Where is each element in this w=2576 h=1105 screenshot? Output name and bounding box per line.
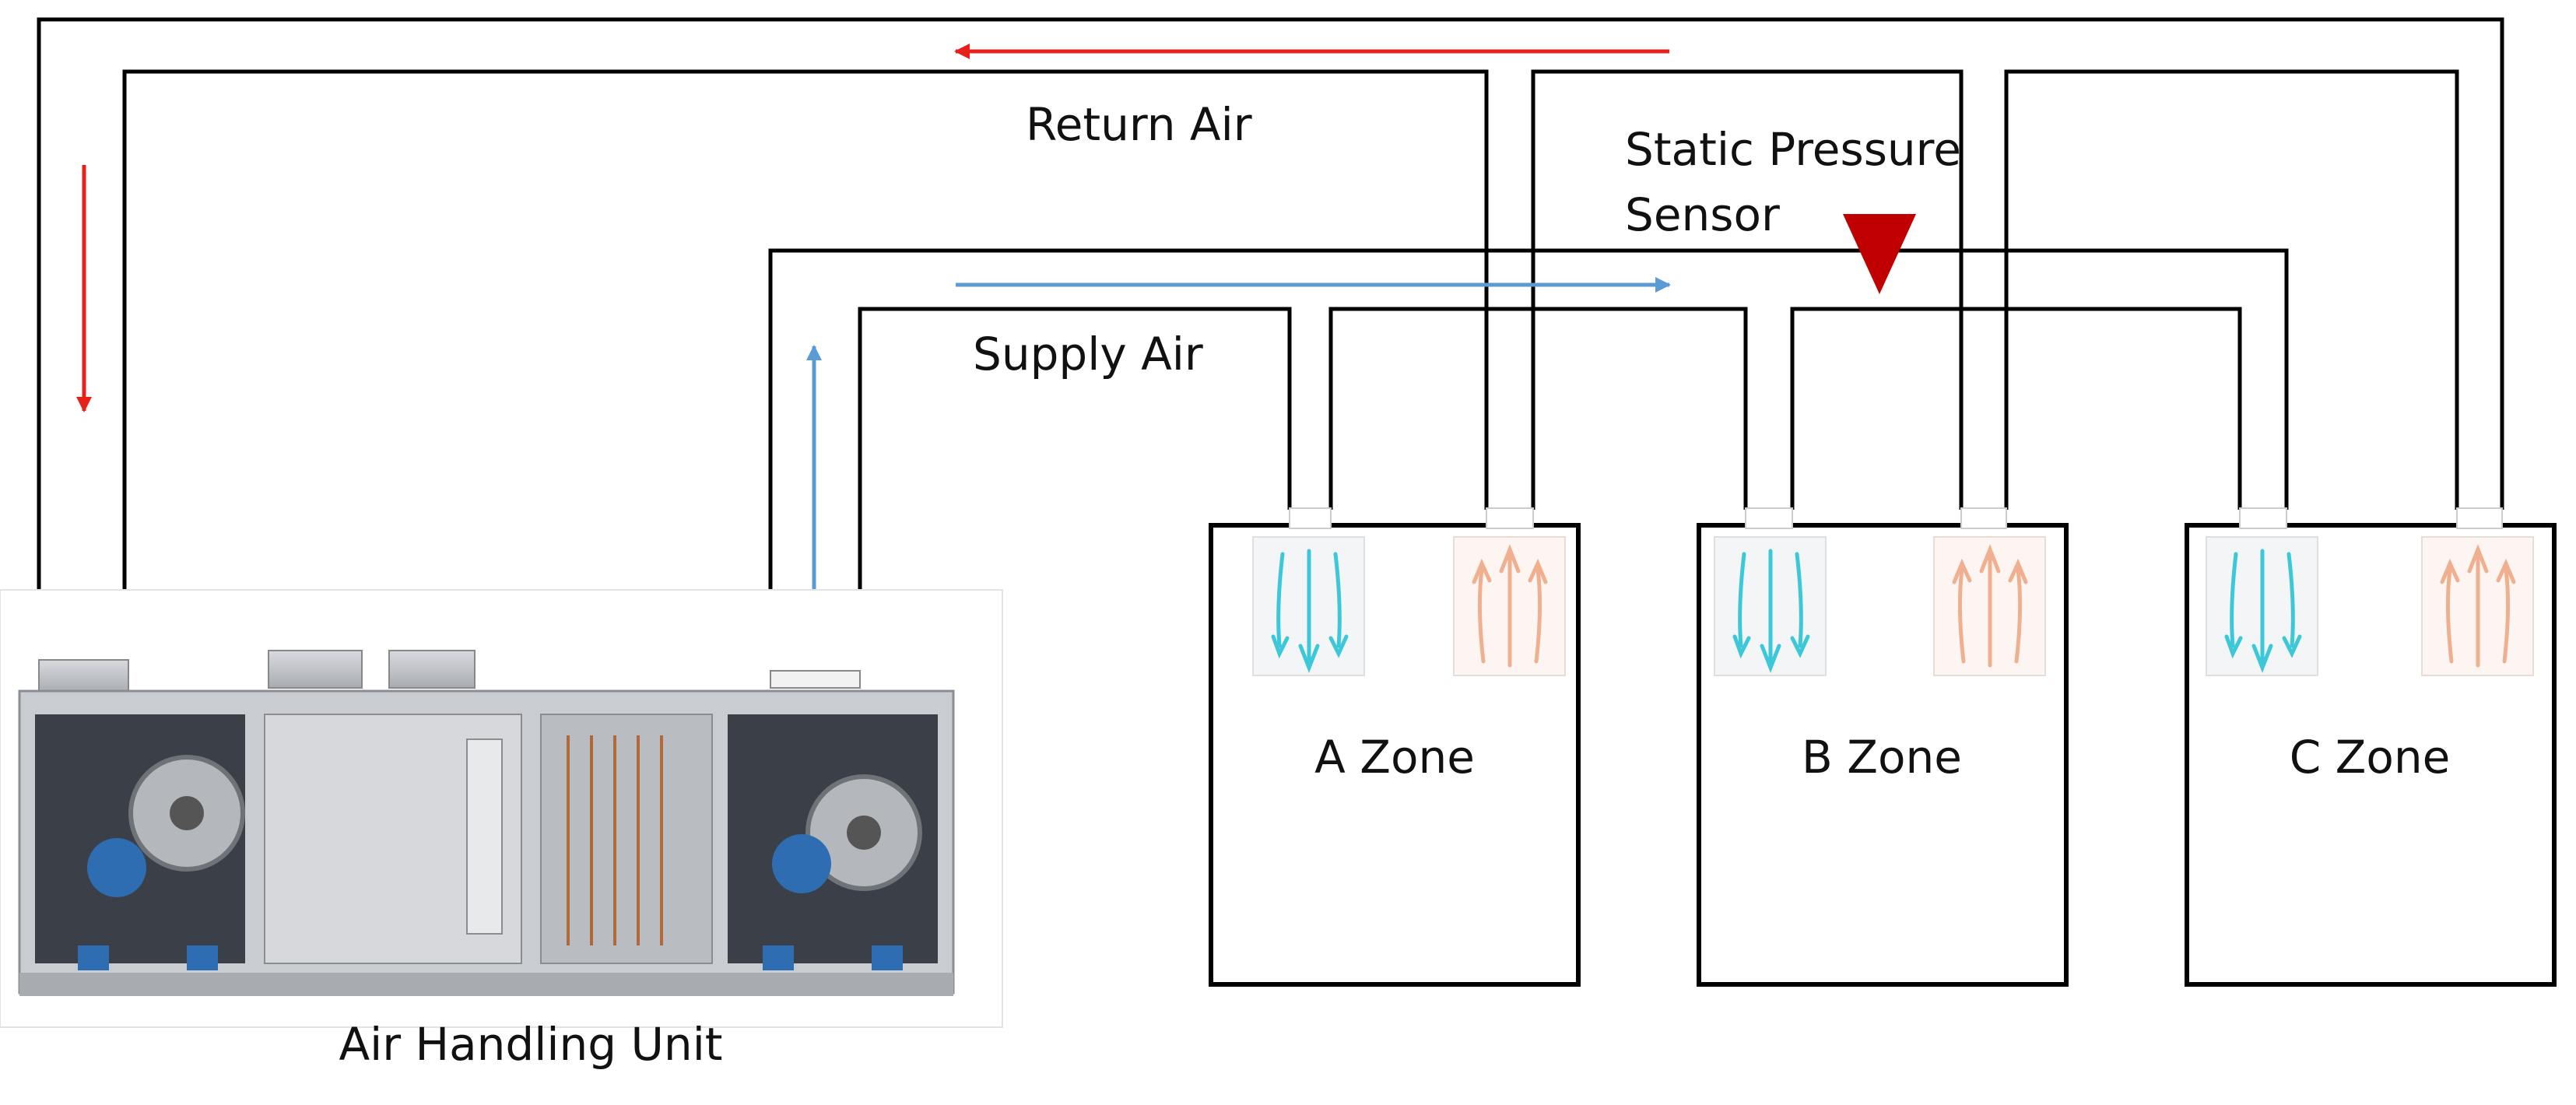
zone-a-label: A Zone — [1314, 731, 1475, 784]
ahu-label: Air Handling Unit — [339, 1018, 722, 1071]
supply-branch-b — [1790, 307, 2242, 510]
zone-b-label: B Zone — [1802, 731, 1962, 784]
ahu-base — [19, 973, 953, 996]
static-pressure-sensor-icon — [1843, 214, 1916, 294]
ahu-supply-fan-hub — [847, 816, 881, 850]
flow-arrows — [76, 44, 1671, 593]
supply-duct-inner-wall — [858, 307, 1292, 677]
supply-diffuser-icon — [1253, 537, 1364, 675]
zone-a-return-collar — [1486, 507, 1534, 529]
zone-c-label: C Zone — [2290, 731, 2451, 784]
return-branch-b — [1531, 69, 1964, 510]
supply-diffuser-icon — [1714, 537, 1826, 675]
ahu-foot — [763, 945, 794, 970]
duct-lines — [37, 17, 2504, 677]
ahu-return-fan-motor — [87, 838, 146, 897]
ahu-foot — [78, 945, 109, 970]
zone-b-return-collar — [1960, 507, 2007, 529]
return-grille-icon — [2422, 537, 2533, 675]
supply-air-label: Supply Air — [973, 328, 1203, 381]
return-grille-icon — [1934, 537, 2045, 675]
ahu-filter-panel — [466, 738, 503, 935]
ahu-outside-damper-1 — [268, 650, 363, 689]
supply-branch-a — [1328, 307, 1748, 510]
return-duct-outer-wall — [37, 17, 2504, 661]
return-duct-inner-wall — [122, 69, 1489, 661]
return-grille-icon — [1454, 537, 1565, 675]
zone-b-supply-collar — [1745, 507, 1793, 529]
ahu-supply-fan-motor — [772, 834, 831, 893]
zone-c-supply-collar — [2239, 507, 2287, 529]
zone-c-return-collar — [2456, 507, 2503, 529]
ahu-foot — [872, 945, 903, 970]
sensor-label-line1: Static Pressure — [1625, 123, 1961, 176]
zone-a-supply-collar — [1289, 507, 1332, 529]
ahu-supply-collar — [770, 670, 861, 689]
return-branch-c — [2004, 69, 2459, 510]
ahu-coil-fins — [567, 735, 663, 945]
supply-duct-outer-wall — [768, 248, 2289, 677]
air-handling-unit-illustration — [0, 589, 1003, 1028]
return-air-label: Return Air — [1026, 98, 1252, 151]
supply-diffuser-icon — [2206, 537, 2318, 675]
sensor-label-line2: Sensor — [1625, 188, 1780, 241]
ahu-foot — [187, 945, 218, 970]
ahu-return-damper — [38, 659, 129, 693]
ahu-outside-damper-2 — [388, 650, 476, 689]
ahu-return-fan-hub — [170, 796, 204, 830]
